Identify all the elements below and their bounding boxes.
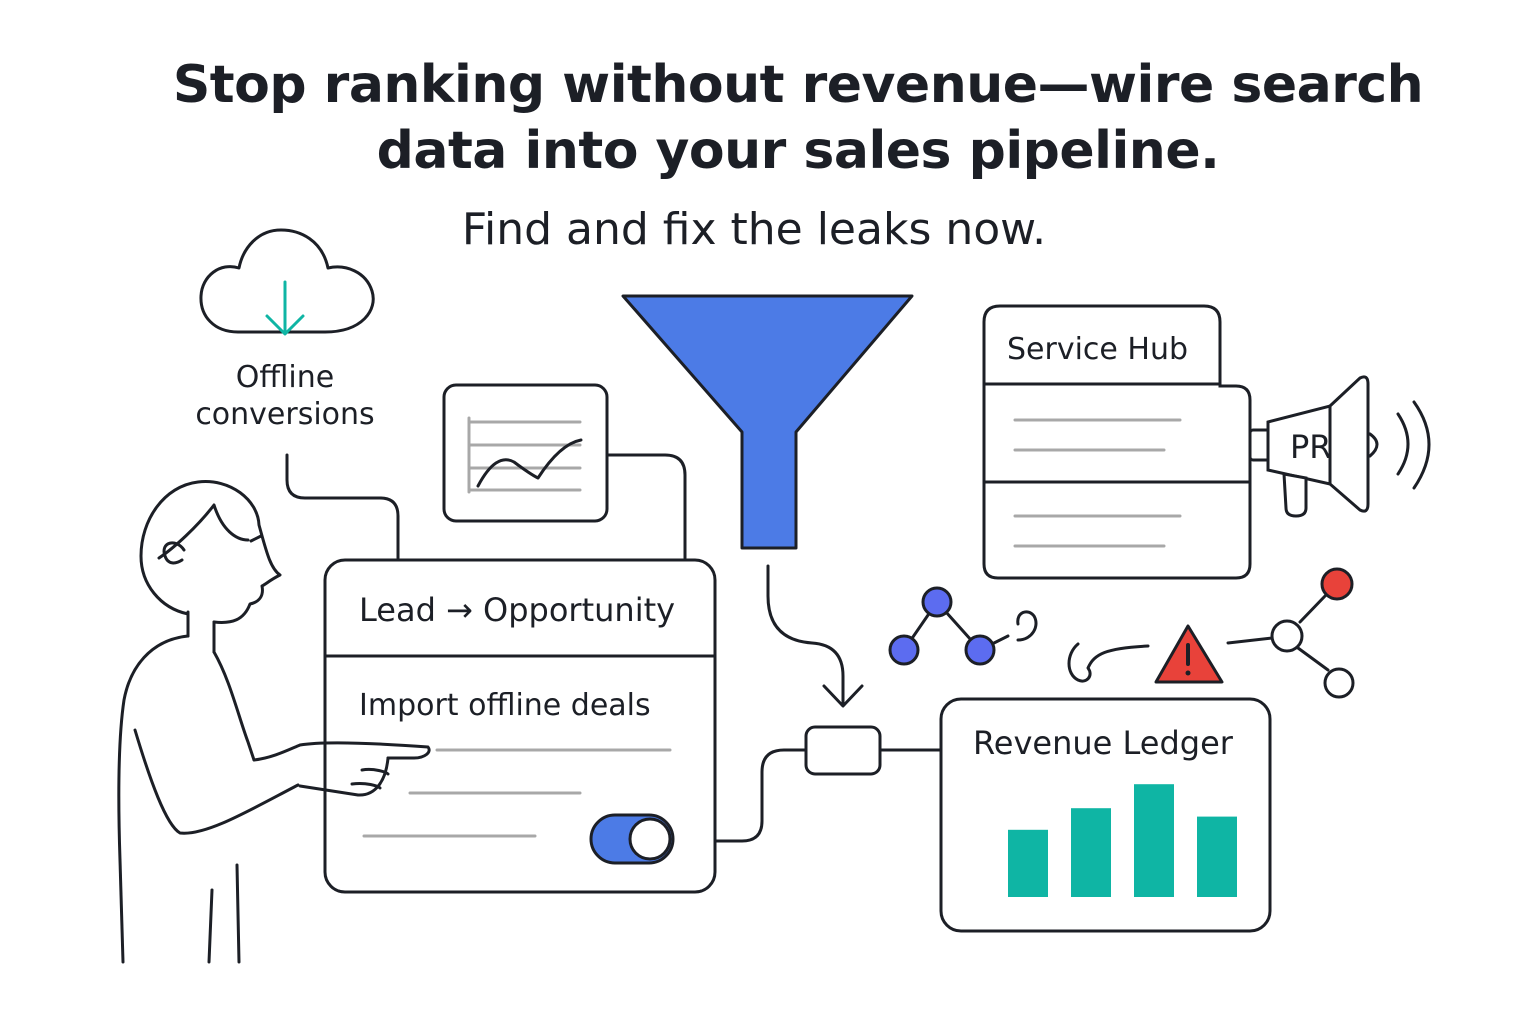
connector-node xyxy=(804,725,882,776)
service-hub-card xyxy=(982,304,1252,580)
cloud-download-icon xyxy=(199,228,375,336)
headline-line-1: Stop ranking without revenue—wire search xyxy=(172,55,1424,115)
cloud-label-line-1: Offline xyxy=(236,360,334,395)
funnel-icon xyxy=(621,294,914,550)
revenue-bar-chart xyxy=(1008,784,1237,897)
import-offline-deals-label[interactable]: Import offline deals xyxy=(359,688,651,723)
service-hub-title: Service Hub xyxy=(1007,332,1188,367)
subheadline: Find and fix the leaks now. xyxy=(461,204,1047,255)
headline-line-2: data into your sales pipeline. xyxy=(376,121,1220,181)
megaphone-icon xyxy=(1248,375,1431,518)
lead-card-title: Lead → Opportunity xyxy=(359,591,675,629)
person-illustration xyxy=(117,480,431,964)
headline: Stop ranking without revenue—wire search… xyxy=(0,52,1536,184)
revenue-bar xyxy=(1197,816,1237,897)
lead-opportunity-card xyxy=(323,558,717,894)
revenue-bar xyxy=(1008,829,1048,897)
cloud-label-line-2: conversions xyxy=(195,397,374,432)
revenue-bar xyxy=(1134,784,1174,897)
revenue-ledger-title: Revenue Ledger xyxy=(973,724,1234,762)
network-graph-icon xyxy=(888,586,1038,666)
connector-lines xyxy=(285,453,942,843)
megaphone-label: PR xyxy=(1290,428,1332,466)
revenue-bar xyxy=(1071,808,1111,897)
import-toggle[interactable] xyxy=(589,813,675,865)
share-nodes-icon xyxy=(1226,567,1355,699)
broken-link-icon xyxy=(1067,642,1150,683)
warning-icon xyxy=(1154,624,1224,684)
line-chart-icon xyxy=(442,383,609,523)
